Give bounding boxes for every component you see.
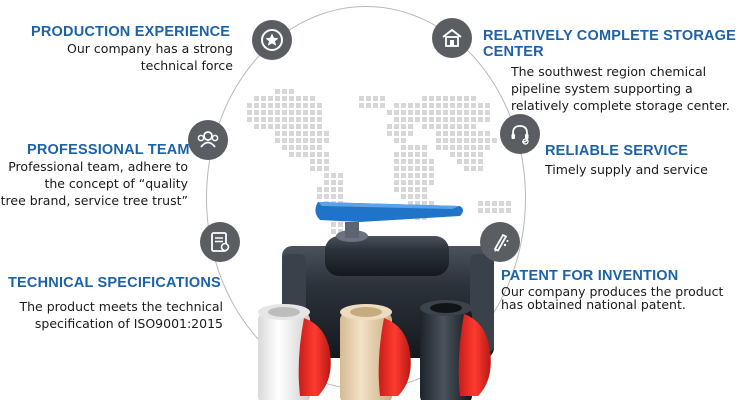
technical-line-1: The product meets the technical xyxy=(19,299,224,314)
professional-line-2: the concept of “quality xyxy=(44,176,188,191)
team-icon xyxy=(188,120,228,160)
production-experience-description: Our company has a strong technical force xyxy=(67,40,233,74)
star-badge-icon xyxy=(252,20,292,60)
warehouse-icon xyxy=(432,18,472,58)
technical-line-2: specification of ISO9001:2015 xyxy=(34,316,223,331)
professional-line-3: tree brand, service tree trust” xyxy=(0,193,188,208)
patent-line-2: has obtained national patent. xyxy=(501,297,686,312)
technical-specifications-description: The product meets the technical specific… xyxy=(20,298,224,332)
storage-line-3: relatively complete storage center. xyxy=(511,98,730,113)
storage-title-line-2: CENTER xyxy=(483,44,544,60)
production-line-2: technical force xyxy=(140,58,233,73)
patent-invention-description: Our company produces the product has obt… xyxy=(501,285,723,311)
reliable-service-description: Timely supply and service xyxy=(545,161,708,178)
production-experience-title: PRODUCTION EXPERIENCE xyxy=(31,24,231,40)
storage-line-2: pipeline system supporting a xyxy=(511,81,693,96)
storage-center-title: RELATIVELY COMPLETE STORAGE CENTER xyxy=(483,28,736,60)
storage-line-1: The southwest region chemical xyxy=(511,64,707,79)
headset-support-icon xyxy=(500,114,540,154)
certificate-document-icon xyxy=(200,222,240,262)
professional-line-1: Professional team, adhere to xyxy=(8,159,188,174)
storage-center-description: The southwest region chemical pipeline s… xyxy=(511,63,730,114)
patent-invention-title: PATENT FOR INVENTION xyxy=(501,268,679,284)
professional-team-title: PROFESSIONAL TEAM xyxy=(27,142,190,158)
service-line-1: Timely supply and service xyxy=(545,162,708,177)
professional-team-description: Professional team, adhere to the concept… xyxy=(1,158,188,209)
patent-pen-icon xyxy=(480,222,520,262)
production-line-1: Our company has a strong xyxy=(67,41,233,56)
reliable-service-title: RELIABLE SERVICE xyxy=(545,143,689,159)
technical-specifications-title: TECHNICAL SPECIFICATIONS xyxy=(8,275,221,291)
patent-line-1: Our company produces the product xyxy=(501,284,724,299)
storage-title-line-1: RELATIVELY COMPLETE STORAGE xyxy=(483,28,737,44)
